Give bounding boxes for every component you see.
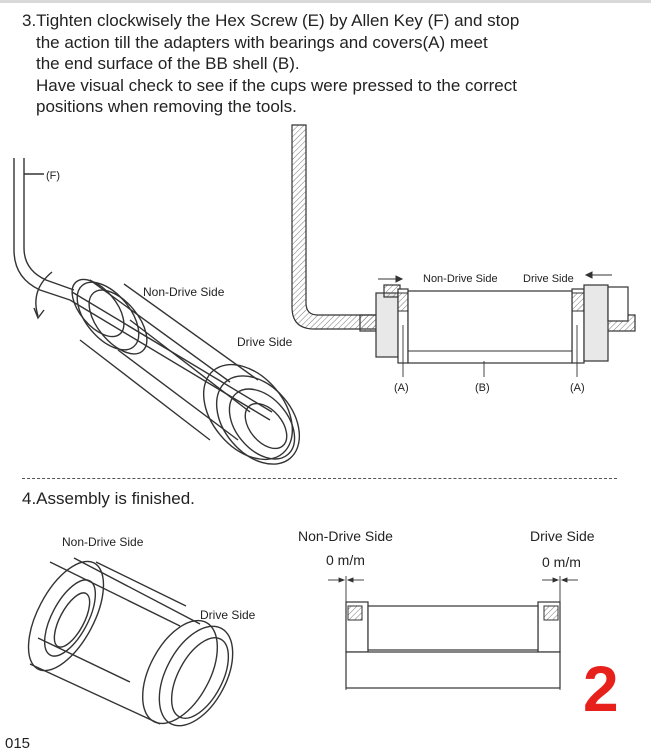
step-3-line-4: Have visual check to see if the cups wer… [36, 75, 517, 95]
step-3-line-3: the end surface of the BB shell (B). [36, 54, 300, 73]
label-b: (B) [475, 382, 490, 394]
step-4-instructions: 4.Assembly is finished. [22, 489, 195, 508]
gap-left-label: 0 m/m [326, 552, 365, 568]
page-number: 015 [5, 735, 31, 752]
tool-with-allen-key-figure: (F) Non-Drive Side Drive Side [13, 158, 300, 465]
label-drive-side-1: Drive Side [237, 335, 293, 349]
label-f: (F) [46, 170, 60, 182]
label-non-drive-side-1: Non-Drive Side [143, 285, 225, 299]
section-divider [22, 478, 617, 479]
step-3-line-1: 3.Tighten clockwisely the Hex Screw (E) … [22, 11, 520, 30]
assembled-cross-section-figure: Non-Drive Side Drive Side 0 m/m 0 m/m [298, 528, 595, 690]
label-a-right: (A) [570, 382, 585, 394]
top-rule [0, 0, 651, 3]
step-3-instructions: 3.Tighten clockwisely the Hex Screw (E) … [22, 10, 622, 118]
label-non-drive-side-3: Non-Drive Side [62, 535, 144, 549]
label-non-drive-side-4: Non-Drive Side [298, 528, 393, 544]
label-drive-side-3: Drive Side [200, 608, 256, 622]
cross-section-figure: Non-Drive Side Drive Side (A) (B) (A) [291, 124, 636, 394]
red-annotation-mark: 2 [583, 653, 619, 725]
label-non-drive-side-2: Non-Drive Side [423, 273, 498, 285]
assembled-bb-figure: Non-Drive Side Drive Side [27, 535, 256, 727]
label-drive-side-2: Drive Side [523, 273, 574, 285]
label-a-left: (A) [394, 382, 409, 394]
step-3-line-5: positions when removing the tools. [36, 97, 297, 116]
gap-right-label: 0 m/m [542, 554, 581, 570]
label-drive-side-4: Drive Side [530, 528, 595, 544]
step-3-line-2: the action till the adapters with bearin… [36, 32, 488, 52]
